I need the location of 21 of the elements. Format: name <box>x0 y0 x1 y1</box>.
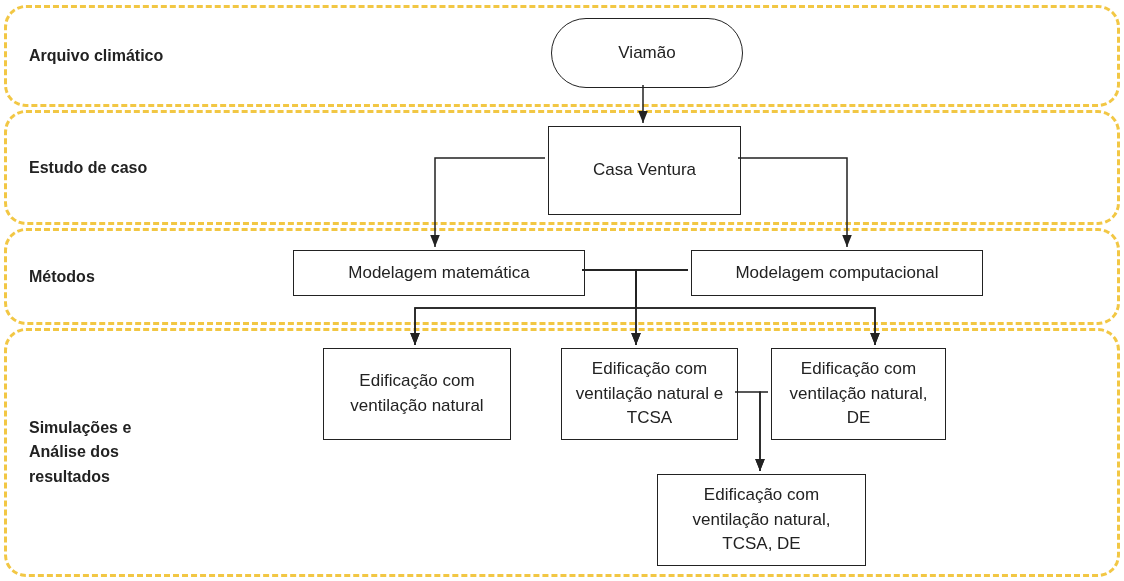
section-band <box>4 110 1120 225</box>
arrow <box>635 269 880 346</box>
section-heading: Simulações e Análise dos resultados <box>29 417 133 487</box>
section-heading: Métodos <box>29 266 96 287</box>
section-band <box>4 5 1120 107</box>
section-band <box>4 228 1120 325</box>
process-box: Edificação com ventilação natural, TCSA, DE <box>657 474 866 566</box>
process-box: Modelagem matemática <box>293 250 585 296</box>
arrow <box>755 391 769 472</box>
section-band <box>4 328 1120 577</box>
section-heading: Arquivo climático <box>29 45 165 66</box>
arrow <box>638 84 648 124</box>
section-heading: Estudo de caso <box>29 157 149 178</box>
arrow <box>430 157 546 248</box>
arrow <box>737 157 852 248</box>
process-box: Edificação com ventilação natural, DE <box>771 348 946 440</box>
process-box: Edificação com ventilação natural <box>323 348 511 440</box>
terminal-shape: Viamão <box>551 18 743 88</box>
process-box: Edificação com ventilação natural e TCSA <box>561 348 738 440</box>
process-box: Modelagem computacional <box>691 250 983 296</box>
process-box: Casa Ventura <box>548 126 741 215</box>
